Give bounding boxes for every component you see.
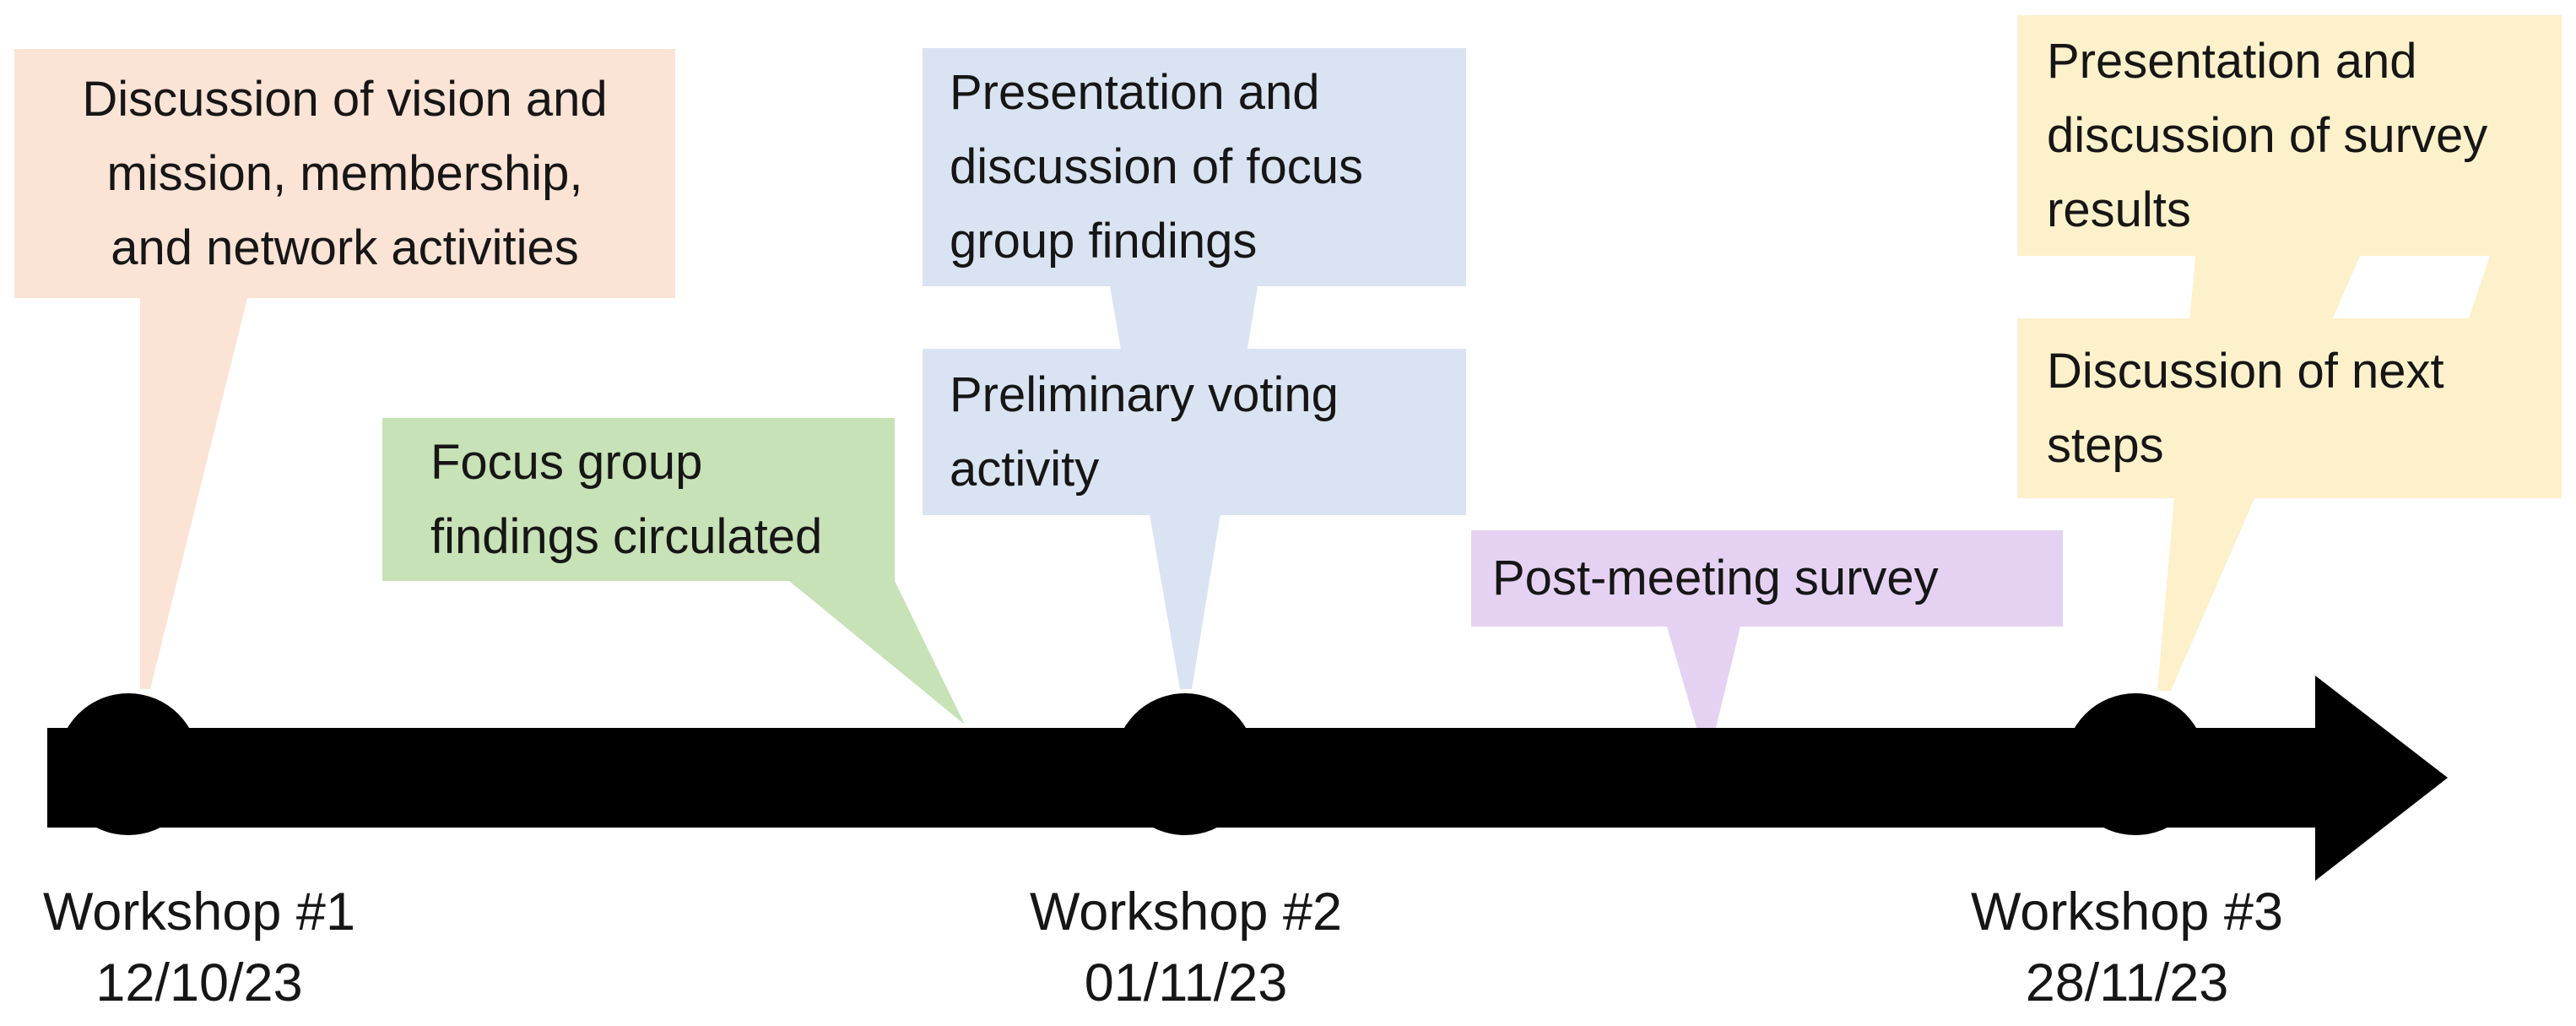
event-label-workshop-1: Workshop #1 12/10/23 xyxy=(0,877,452,1018)
event-dot-workshop-3 xyxy=(2065,693,2206,835)
event-label-workshop-3: Workshop #3 28/11/23 xyxy=(1874,877,2380,1018)
callout-line: group findings xyxy=(950,214,1258,269)
callout-line: Discussion of next xyxy=(2047,343,2444,399)
event-date: 12/10/23 xyxy=(95,953,303,1012)
post-meeting-survey-callout-tail xyxy=(1667,627,1740,728)
callout-line: Discussion of vision and xyxy=(82,71,608,127)
focus-group-callout: Focus group findings circulated xyxy=(382,418,895,581)
vision-callout: Discussion of vision and mission, member… xyxy=(14,49,675,298)
event-label-workshop-2: Workshop #2 01/11/23 xyxy=(933,877,1439,1018)
callout-line: Presentation and xyxy=(2047,33,2417,89)
focus-group-callout-tail xyxy=(789,581,965,725)
callout-line: activity xyxy=(950,441,1100,497)
yellow-gap-right-connector xyxy=(2469,256,2562,318)
event-name: Workshop #1 xyxy=(42,882,356,942)
event-dot-workshop-2 xyxy=(1114,693,1256,835)
vision-callout-tail xyxy=(140,298,247,689)
event-name: Workshop #3 xyxy=(1970,882,2284,942)
callout-line: Focus group xyxy=(430,434,703,490)
event-dot-workshop-1 xyxy=(57,693,199,835)
presentation-survey-callout: Presentation and discussion of survey re… xyxy=(2017,15,2562,256)
callout-line: Preliminary voting xyxy=(950,366,1339,422)
callout-line: mission, membership, xyxy=(106,145,583,201)
next-steps-callout: Discussion of next steps xyxy=(2017,318,2562,498)
event-name: Workshop #2 xyxy=(1029,882,1343,942)
event-date: 01/11/23 xyxy=(1084,953,1288,1012)
callout-line: and network activities xyxy=(111,220,579,275)
callout-line: Presentation and xyxy=(950,65,1320,120)
callout-line: discussion of survey xyxy=(2047,107,2488,163)
event-date: 28/11/23 xyxy=(2025,953,2229,1012)
timeline-arrowhead-icon xyxy=(2315,676,2448,881)
presentation-focus-callout: Presentation and discussion of focus gro… xyxy=(923,48,1466,286)
callout-line: Post-meeting survey xyxy=(1492,551,1939,605)
callout-line: results xyxy=(2047,182,2191,237)
post-meeting-survey-callout: Post-meeting survey xyxy=(1471,530,2063,627)
callout-line: findings circulated xyxy=(430,508,823,564)
callout-line: discussion of focus xyxy=(950,139,1364,194)
callout-line: steps xyxy=(2047,417,2164,473)
voting-callout: Preliminary voting activity xyxy=(923,349,1466,515)
